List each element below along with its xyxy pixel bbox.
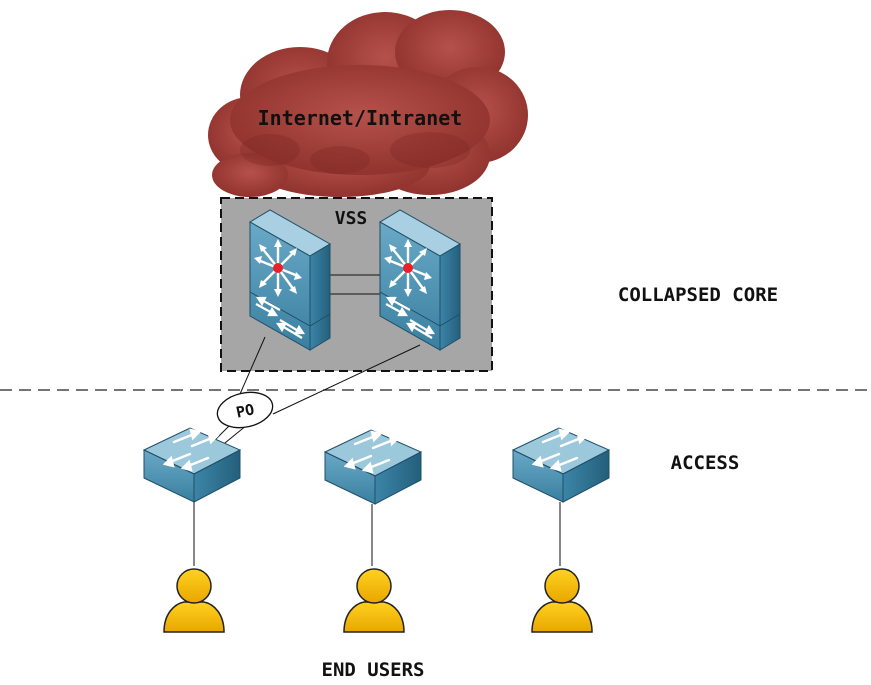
- vss-link: [330, 274, 380, 295]
- port-channel-label: PO: [235, 400, 256, 421]
- tier-label-access: ACCESS: [671, 452, 740, 474]
- access-switch-2: [323, 428, 423, 506]
- access-switch-1: [142, 426, 242, 504]
- user-2: [343, 568, 405, 633]
- access-switch-3: [511, 426, 611, 504]
- user-links: [193, 502, 561, 566]
- vss-label: VSS: [335, 208, 368, 229]
- port-channel-ellipse: PO: [216, 391, 274, 429]
- internet-cloud: Internet/Intranet: [208, 10, 528, 197]
- tier-label-core: COLLAPSED CORE: [618, 284, 778, 306]
- tier-label-users: END USERS: [322, 659, 425, 681]
- user-1: [163, 568, 225, 633]
- user-3: [531, 568, 593, 633]
- cloud-label: Internet/Intranet: [258, 106, 463, 130]
